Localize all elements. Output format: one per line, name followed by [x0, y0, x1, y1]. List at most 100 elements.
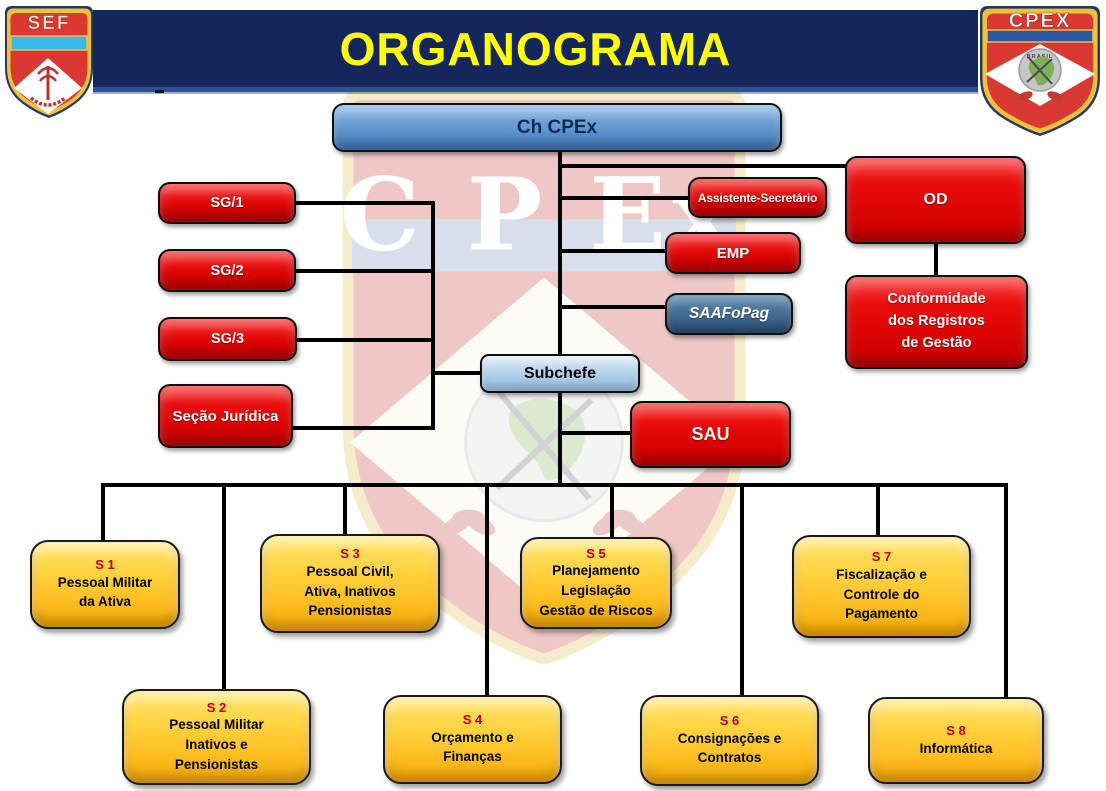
sef-badge-cyan-band [10, 35, 88, 51]
node-s7-line2: Controle do [843, 586, 920, 602]
connector-drop-s7 [876, 483, 880, 537]
cpex-badge-blue-band [986, 29, 1094, 43]
node-s2-code: S 2 [206, 699, 227, 715]
connector-to-sau [560, 431, 632, 435]
node-s7-line3: Pagamento [845, 606, 918, 622]
node-subchefe-label: Subchefe [523, 364, 596, 382]
sef-caduceus-wing-lower [39, 74, 57, 82]
watermark-brazil-map [508, 398, 586, 481]
connector-to-sg3 [296, 338, 435, 342]
node-assistente-secretario: Assistente-Secretário [688, 177, 827, 218]
node-s5-line3: Gestão de Riscos [539, 602, 653, 618]
connector-rail-to-subchefe [431, 371, 484, 375]
connector-to-od [560, 164, 847, 168]
node-s6-code: S 6 [719, 713, 740, 729]
node-s6: S 6 Consignações e Contratos [640, 695, 819, 786]
watermark-diamond [350, 277, 738, 608]
node-s8: S 8 Informática [868, 697, 1044, 784]
node-conformidade-line1: Conformidade [887, 291, 986, 308]
node-sg3: SG/3 [158, 317, 297, 361]
sef-laurel-icon [29, 96, 67, 107]
node-s1-line1: Pessoal Militar [57, 574, 153, 590]
node-saafopag-label: SAAFoPag [688, 305, 770, 322]
node-s7: S 7 Fiscalização e Controle do Pagamento [792, 535, 971, 638]
connector-left-rail [431, 201, 435, 430]
sef-badge: SEF [5, 6, 93, 118]
node-od-label: OD [923, 191, 948, 208]
node-s5-code: S 5 [586, 545, 606, 561]
cpex-badge: CPEX BRASIL [980, 6, 1100, 136]
sef-caduceus-wing-upper [37, 66, 59, 75]
node-od: OD [845, 156, 1026, 244]
connector-main-spine [558, 152, 562, 487]
node-emp-label: EMP [716, 244, 750, 262]
node-s7-line1: Fiscalização e [836, 566, 927, 582]
stray-mark [155, 90, 164, 93]
cpex-badge-laurel-icon [1017, 91, 1063, 101]
title-banner: ORGANOGRAMA [93, 10, 978, 92]
cpex-badge-circle-label: BRASIL [1027, 54, 1053, 60]
connector-to-assistente [560, 196, 690, 200]
connector-drop-s4 [485, 483, 489, 697]
node-s4-code: S 4 [462, 712, 483, 728]
node-sg1-label: SG/1 [210, 195, 244, 211]
connector-drop-s3 [343, 483, 347, 537]
node-sg3-label: SG/3 [210, 331, 245, 347]
node-emp: EMP [665, 232, 801, 274]
node-s3-line2: Ativa, Inativos [304, 583, 396, 599]
watermark-branch [494, 397, 594, 491]
node-secao-juridica-label: Seção Jurídica [172, 407, 279, 425]
node-s8-code: S 8 [946, 722, 966, 738]
node-s2: S 2 Pessoal Militar Inativos e Pensionis… [122, 689, 311, 785]
node-conformidade: Conformidade dos Registros de Gestão [845, 275, 1028, 369]
node-subchefe: Subchefe [480, 354, 640, 393]
node-s8-line1: Informática [919, 740, 993, 756]
node-sg2: SG/2 [158, 249, 296, 292]
node-secao-juridica: Seção Jurídica [158, 384, 293, 448]
node-s3-line3: Pensionistas [308, 603, 392, 619]
node-s1-code: S 1 [95, 557, 115, 573]
node-s5-line1: Planejamento [552, 563, 640, 579]
connector-drop-s8 [1004, 483, 1008, 699]
connector-to-saafopag [560, 305, 667, 309]
node-s1: S 1 Pessoal Militar da Ativa [30, 540, 180, 629]
node-sg1: SG/1 [158, 182, 296, 224]
node-s5: S 5 Planejamento Legislação Gestão de Ri… [520, 537, 672, 629]
node-s6-line2: Contratos [697, 750, 762, 766]
node-conformidade-line3: de Gestão [901, 334, 972, 351]
node-s3-line1: Pessoal Civil, [306, 563, 394, 579]
connector-to-sg1 [296, 201, 435, 205]
node-saafopag: SAAFoPag [665, 293, 793, 335]
connector-to-sg2 [296, 269, 435, 273]
node-ch-cpex-label: Ch CPEx [516, 116, 598, 138]
node-s4-line2: Finanças [443, 749, 502, 765]
watermark-sword [496, 390, 592, 501]
node-s7-code: S 7 [871, 549, 892, 565]
node-s2-line2: Inativos e [185, 737, 248, 753]
connector-to-juridica [292, 426, 435, 430]
node-s2-line3: Pensionistas [174, 756, 259, 772]
connector-od-to-conformidade [934, 244, 938, 278]
node-assistente-secretario-label: Assistente-Secretário [697, 190, 818, 205]
connector-drop-s2 [222, 483, 226, 691]
node-conformidade-line2: dos Registros [888, 313, 985, 330]
connector-bottom-bar [101, 483, 1008, 487]
connector-drop-s1 [101, 483, 105, 541]
connector-drop-s5 [610, 483, 614, 539]
connector-drop-s6 [740, 483, 744, 697]
node-s5-line2: Legislação [561, 583, 631, 599]
node-s3-code: S 3 [340, 546, 360, 562]
node-s4: S 4 Orçamento e Finanças [383, 695, 562, 784]
node-s3: S 3 Pessoal Civil, Ativa, Inativos Pensi… [260, 534, 440, 633]
cpex-badge-label: CPEX [1009, 10, 1071, 32]
node-s1-line2: da Ativa [78, 594, 132, 610]
page-title: ORGANOGRAMA [339, 22, 732, 75]
node-s6-line1: Consignações e [677, 730, 782, 746]
node-s2-line1: Pessoal Militar [169, 717, 264, 733]
node-ch-cpex: Ch CPEx [332, 103, 782, 152]
node-sau: SAU [630, 401, 791, 468]
node-sg2-label: SG/2 [210, 262, 244, 279]
cpex-badge-branch [1026, 58, 1053, 83]
node-s4-line1: Orçamento e [431, 729, 514, 745]
